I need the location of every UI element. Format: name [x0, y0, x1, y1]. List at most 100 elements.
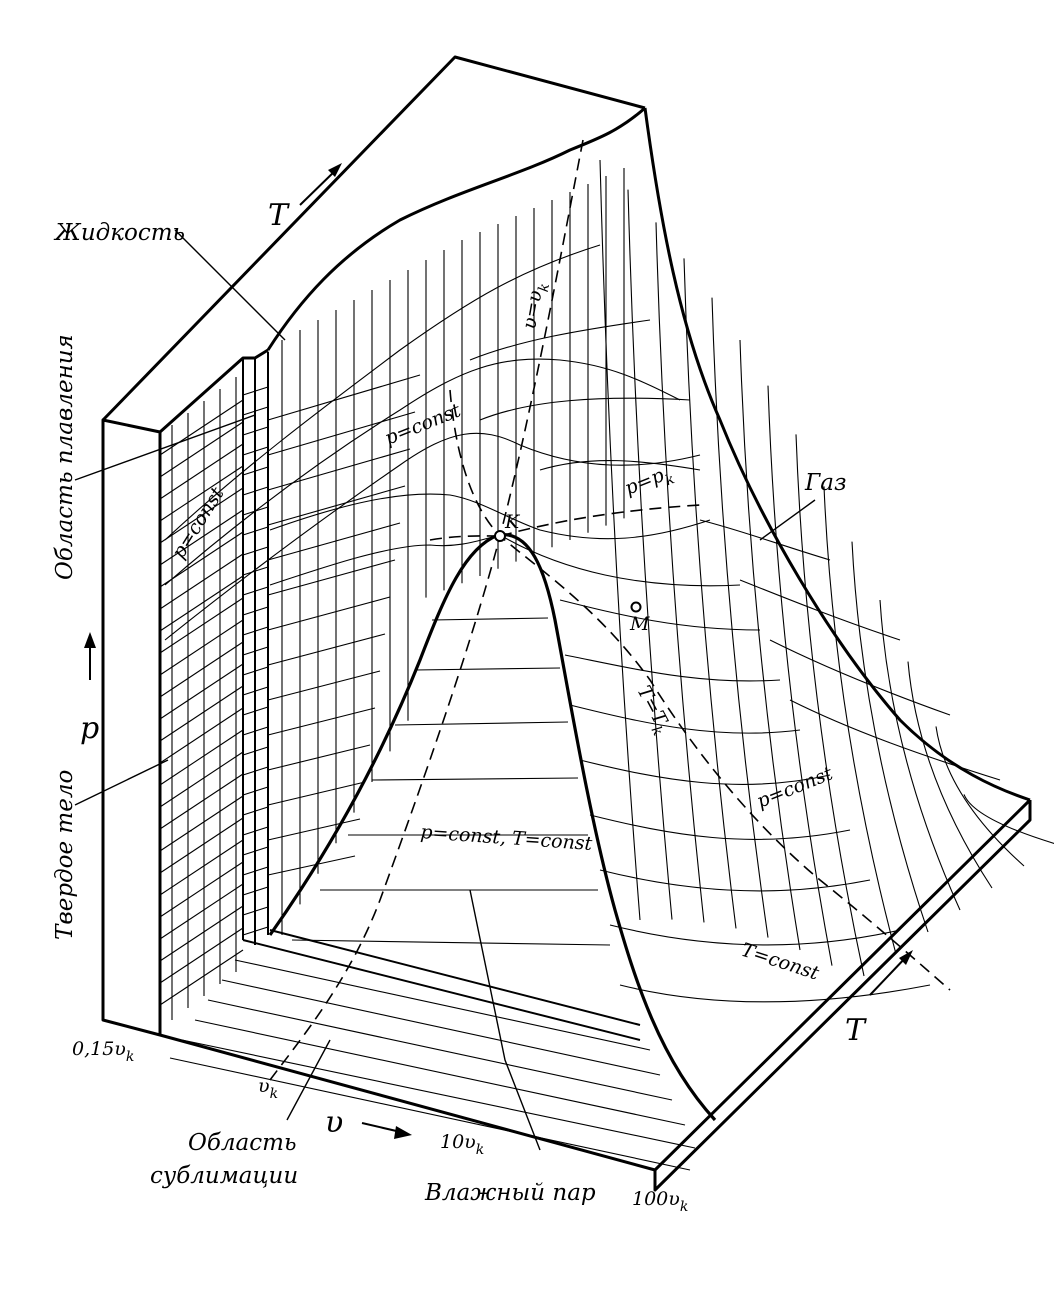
liquid-surface-hline [267, 448, 411, 491]
solid-wall-hline [159, 839, 244, 896]
tick-10-main: 10υ [440, 1131, 476, 1153]
label-solid: Твердое тело [52, 770, 78, 940]
solid-wall-hline [159, 509, 244, 566]
p-pk-main: p=p [622, 464, 668, 499]
label-v-vk: υ=υk [518, 280, 553, 331]
label-pt-const: p=const, T=const [420, 821, 594, 855]
leader-lines [74, 229, 816, 1151]
tick-0-15-vk: 0,15υk [72, 1038, 134, 1065]
label-p-const-top: p=const [382, 399, 465, 449]
isobar-curves [164, 244, 931, 1003]
label-wet-steam: Влажный пар [424, 1180, 596, 1206]
gas-surface-curve [599, 159, 641, 921]
t-tk-main: T=T [633, 682, 672, 730]
solid-wall-hline [159, 905, 244, 962]
gas-surface-curve [907, 661, 993, 889]
solid-wall-hline [159, 421, 244, 478]
liquid-surface-hline [267, 744, 371, 771]
liquid-surface-hline [267, 522, 401, 561]
tick-vk-main: υ [258, 1075, 270, 1097]
solid-wall-hline [159, 751, 244, 808]
gas-surface-curve [683, 258, 737, 929]
solid-wall-hline [159, 685, 244, 742]
liquid-surface-hline [267, 411, 416, 456]
point-m [630, 601, 642, 613]
solid-wall-hline [159, 817, 244, 874]
v-vk-sub: k [536, 282, 553, 293]
label-p-const-right: p=const [754, 762, 837, 812]
axis-arrows [84, 163, 913, 1139]
tick-100-sub: k [680, 1199, 688, 1215]
gas-surface-curve [823, 486, 897, 955]
gas-surface-curve [935, 726, 1025, 867]
gas-surface-curve [655, 222, 705, 923]
solid-block-edges [101, 55, 1032, 1192]
label-p-axis: p [80, 711, 99, 746]
liquid-surface-hline [267, 818, 361, 841]
v-arrow-icon [394, 1126, 412, 1139]
tick-10-sub: k [476, 1142, 484, 1158]
t-top-arrow-icon [328, 163, 342, 177]
liquid-surface-hline [267, 559, 396, 596]
gas-surface-curve [767, 385, 833, 966]
p-arrow-icon [84, 632, 96, 648]
surface-vertical-grid [171, 159, 1054, 1020]
solid-wall-hline [159, 861, 244, 918]
label-k-point: K [504, 511, 521, 533]
gas-surface-curve [627, 189, 673, 920]
label-t-axis-top: T [268, 198, 290, 233]
critical-point [494, 530, 506, 542]
solid-wall-hline [159, 487, 244, 544]
liquid-surface-hline [267, 781, 366, 806]
two-phase-region-lines [291, 617, 611, 946]
solid-wall-hline [159, 883, 244, 940]
t-right-arrow-icon [899, 950, 913, 965]
gas-surface-curve [879, 599, 961, 911]
solid-wall-hline [159, 927, 244, 984]
liquid-surface-hline [267, 707, 376, 736]
solid-wall-hline [159, 619, 244, 676]
label-v-axis: υ [325, 1105, 343, 1140]
label-t-tk: T=Tk [628, 682, 675, 739]
label-sublimation-line1: Область [188, 1130, 296, 1156]
label-melting-region: Область плавления [52, 334, 78, 580]
tick-0-15-main: 0,15υ [72, 1038, 126, 1060]
liquid-surface-hline [267, 485, 406, 526]
gas-surface-curve [963, 794, 1054, 844]
gas-surface-curve [795, 434, 865, 977]
svg-text:T=Tk: T=Tk [628, 682, 675, 739]
tick-0-15-sub: k [126, 1049, 134, 1065]
liquid-surface-hline [267, 633, 386, 666]
tick-100-main: 100υ [632, 1188, 680, 1210]
solid-wall-hline [159, 773, 244, 830]
label-sublimation-line2: сублимации [150, 1163, 298, 1189]
labels: Жидкость Область плавления Твердое тело … [52, 198, 867, 1215]
solid-wall-hline [159, 443, 244, 500]
label-t-const: T=const [738, 939, 822, 985]
surface-horizontal-grid [159, 374, 421, 1006]
tick-100-vk: 100υk [632, 1188, 688, 1215]
tick-vk: υk [258, 1075, 278, 1102]
gas-surface-curve [711, 297, 769, 938]
gas-surface-curve [739, 339, 801, 951]
liquid-surface-hline [267, 855, 356, 876]
label-t-axis-right: T [845, 1013, 867, 1048]
liquid-surface-hline [267, 670, 381, 701]
solid-wall-hline [159, 641, 244, 698]
tick-vk-sub: k [270, 1086, 278, 1102]
solid-wall-hline [159, 575, 244, 632]
label-m-point: M [629, 613, 650, 635]
solid-wall-hline [159, 707, 244, 764]
solid-wall-hline [159, 949, 244, 1006]
tick-10-vk: 10υk [440, 1131, 484, 1158]
solid-wall-hline [159, 663, 244, 720]
sublimation-floor-lines [169, 959, 696, 1171]
solid-wall-hline [159, 465, 244, 522]
solid-wall-hline [159, 729, 244, 786]
solid-wall-hline [159, 795, 244, 852]
svg-text:υ=υk: υ=υk [518, 280, 553, 331]
liquid-surface-hline [267, 374, 421, 421]
v-vk-main: υ=υ [518, 289, 546, 331]
